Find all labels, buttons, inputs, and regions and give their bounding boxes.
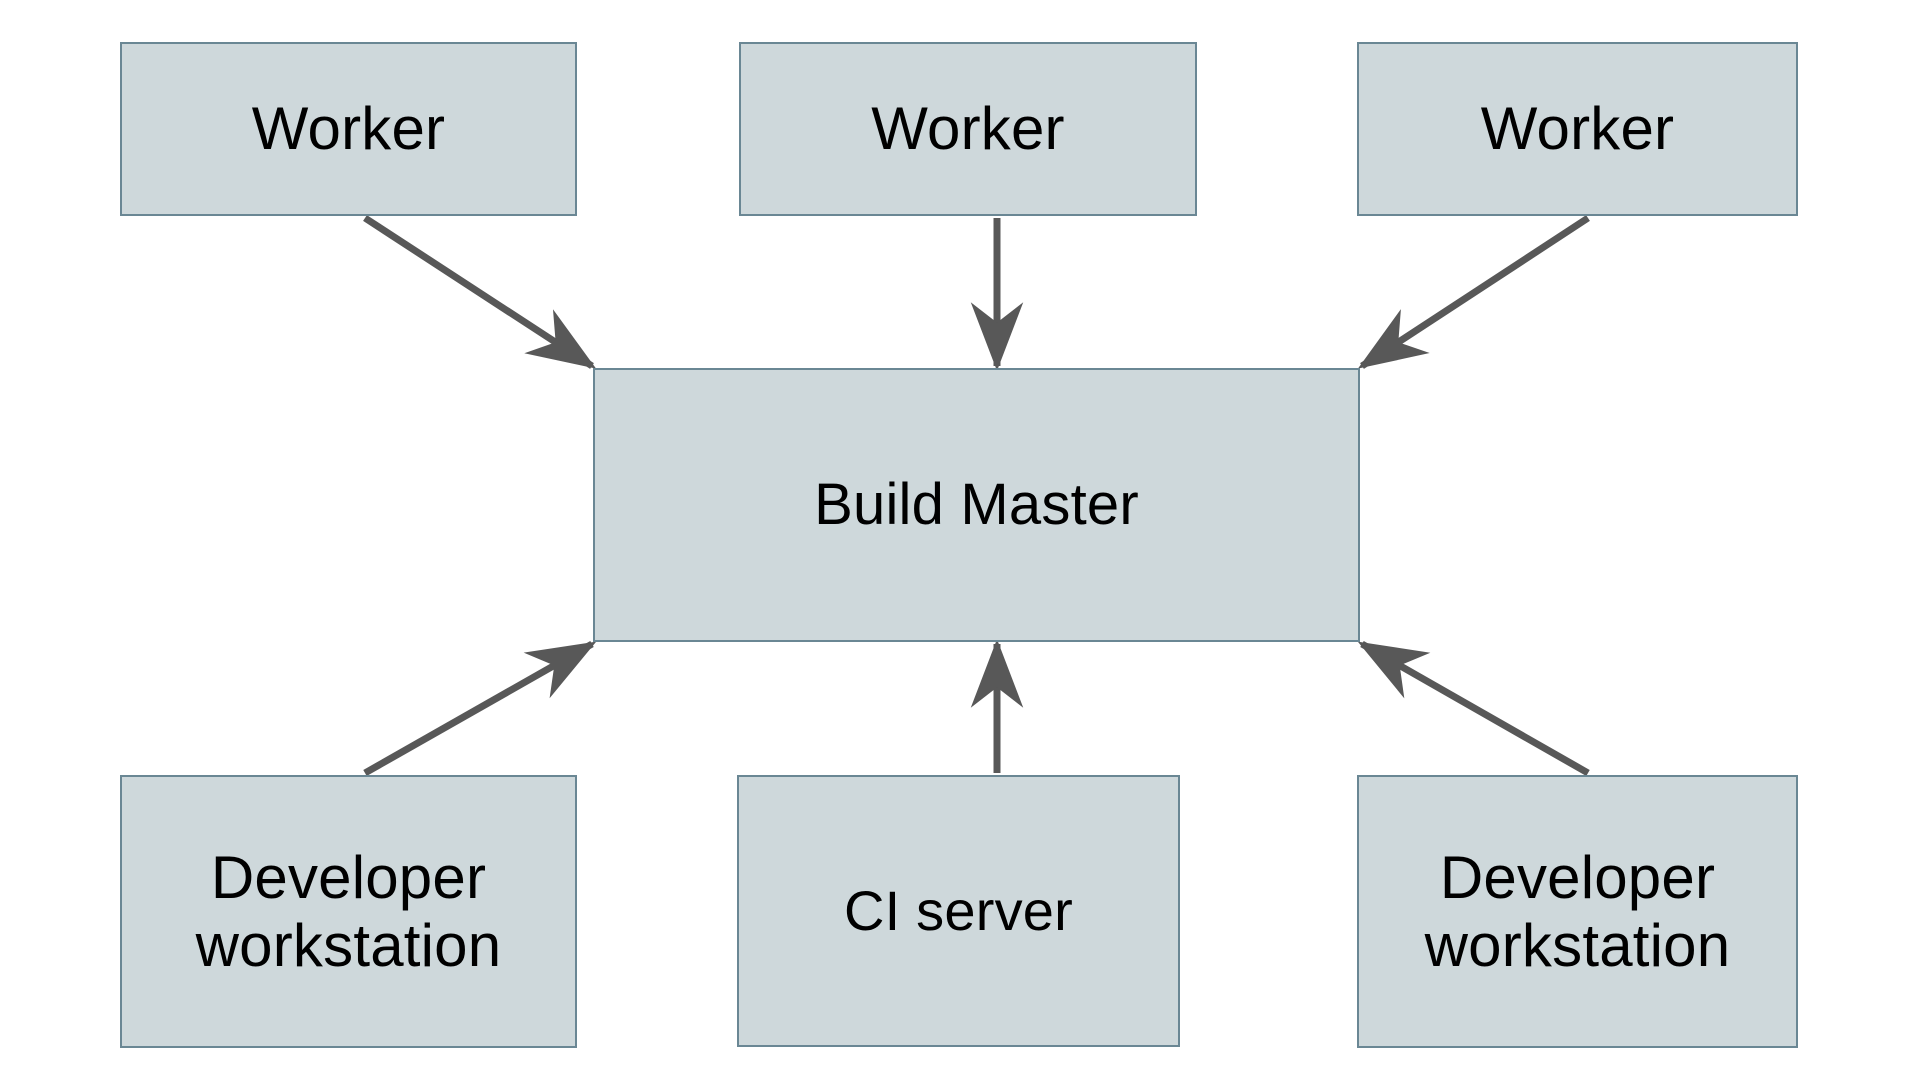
node-worker-2-label: Worker [871,95,1065,163]
node-developer-workstation-2-label: Developer workstation [1424,844,1731,979]
node-developer-workstation-1-label: Developer workstation [195,844,502,979]
edge-devws2-to-master [1357,640,1590,777]
node-worker-3[interactable]: Worker [1357,42,1798,216]
node-developer-workstation-2[interactable]: Developer workstation [1357,775,1798,1048]
node-worker-1[interactable]: Worker [120,42,577,216]
node-ci-server-label: CI server [844,878,1073,942]
edge-worker1-to-master [363,215,597,369]
node-build-master[interactable]: Build Master [593,368,1360,642]
node-ci-server[interactable]: CI server [737,775,1180,1047]
node-worker-1-label: Worker [251,95,446,163]
node-developer-workstation-1[interactable]: Developer workstation [120,775,577,1048]
node-worker-2[interactable]: Worker [739,42,1197,216]
edge-worker3-to-master [1357,215,1590,369]
node-build-master-label: Build Master [814,471,1139,537]
edge-devws1-to-master [363,640,597,777]
node-worker-3-label: Worker [1480,95,1675,163]
